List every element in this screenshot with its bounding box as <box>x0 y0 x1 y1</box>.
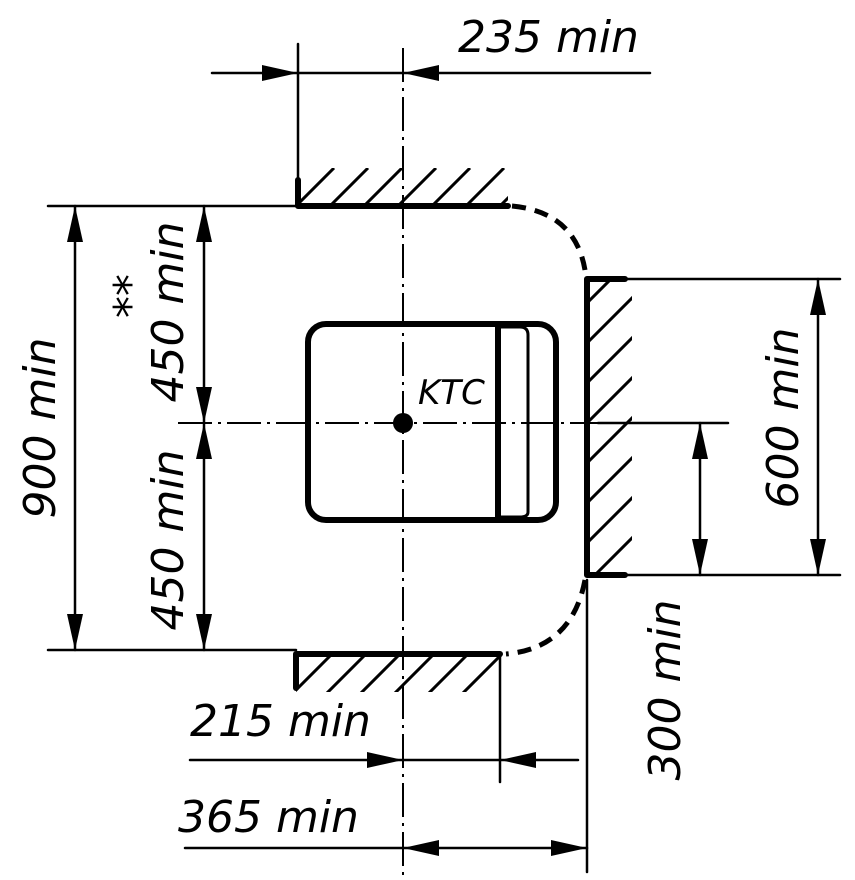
center-axes <box>178 48 598 875</box>
dimension-lines <box>67 65 826 856</box>
clearance-outline <box>505 203 588 657</box>
dim-235: 235 min <box>458 12 639 63</box>
dim-450-upper-mark: ** <box>105 274 156 318</box>
dim-450-lower: 450 min <box>143 450 194 631</box>
right-wall <box>584 276 632 578</box>
center-point <box>393 413 413 433</box>
top-wall <box>295 168 511 209</box>
dim-365: 365 min <box>178 792 359 843</box>
dim-300: 300 min <box>640 600 691 781</box>
dimension-labels: 235 min 900 min 450 min ** 450 min 600 m… <box>15 12 809 843</box>
fixture: KTC <box>305 321 559 523</box>
dim-900: 900 min <box>15 338 66 519</box>
dim-600: 600 min <box>758 328 809 509</box>
fixture-label: KTC <box>418 373 485 413</box>
dim-215: 215 min <box>190 696 371 747</box>
extension-lines <box>46 42 842 874</box>
dim-450-upper: 450 min <box>143 222 194 403</box>
